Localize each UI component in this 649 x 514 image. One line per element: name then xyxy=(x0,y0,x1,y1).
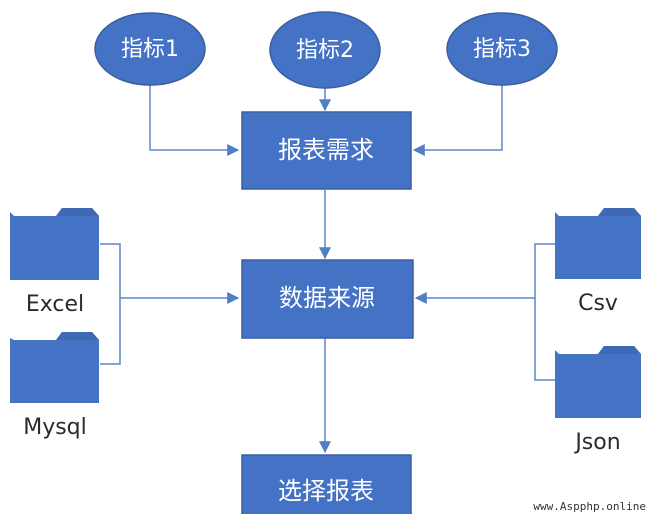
indicator-1-label: 指标1 xyxy=(121,37,179,62)
csv-folder-icon xyxy=(555,208,641,279)
connector-indicator3-requirement xyxy=(412,84,503,156)
excel-folder-icon xyxy=(10,208,99,280)
indicator-1: 指标1 xyxy=(94,12,206,86)
indicator-2: 指标2 xyxy=(269,11,381,89)
requirement-label: 报表需求 xyxy=(278,136,374,164)
excel-label: Excel xyxy=(26,292,84,317)
requirement-box: 报表需求 xyxy=(241,111,412,190)
json-folder-icon xyxy=(555,346,641,418)
connector-left-bracket xyxy=(100,243,121,365)
connectors xyxy=(100,84,555,454)
indicator-2-label: 指标2 xyxy=(296,38,354,63)
mysql-folder-icon xyxy=(10,332,99,403)
select-report-label: 选择报表 xyxy=(278,477,374,505)
watermark-text: www.Aspphp.online xyxy=(533,500,646,513)
indicator-3: 指标3 xyxy=(446,12,558,86)
json-label: Json xyxy=(573,430,620,455)
csv-label: Csv xyxy=(578,291,618,316)
connector-right-bracket xyxy=(534,243,555,381)
data-source-box: 数据来源 xyxy=(241,259,414,339)
data-source-label: 数据来源 xyxy=(279,284,375,312)
mysql-label: Mysql xyxy=(23,415,87,440)
connector-indicator1-requirement xyxy=(149,84,240,156)
select-report-box: 选择报表 xyxy=(241,454,412,514)
indicator-3-label: 指标3 xyxy=(473,37,531,62)
